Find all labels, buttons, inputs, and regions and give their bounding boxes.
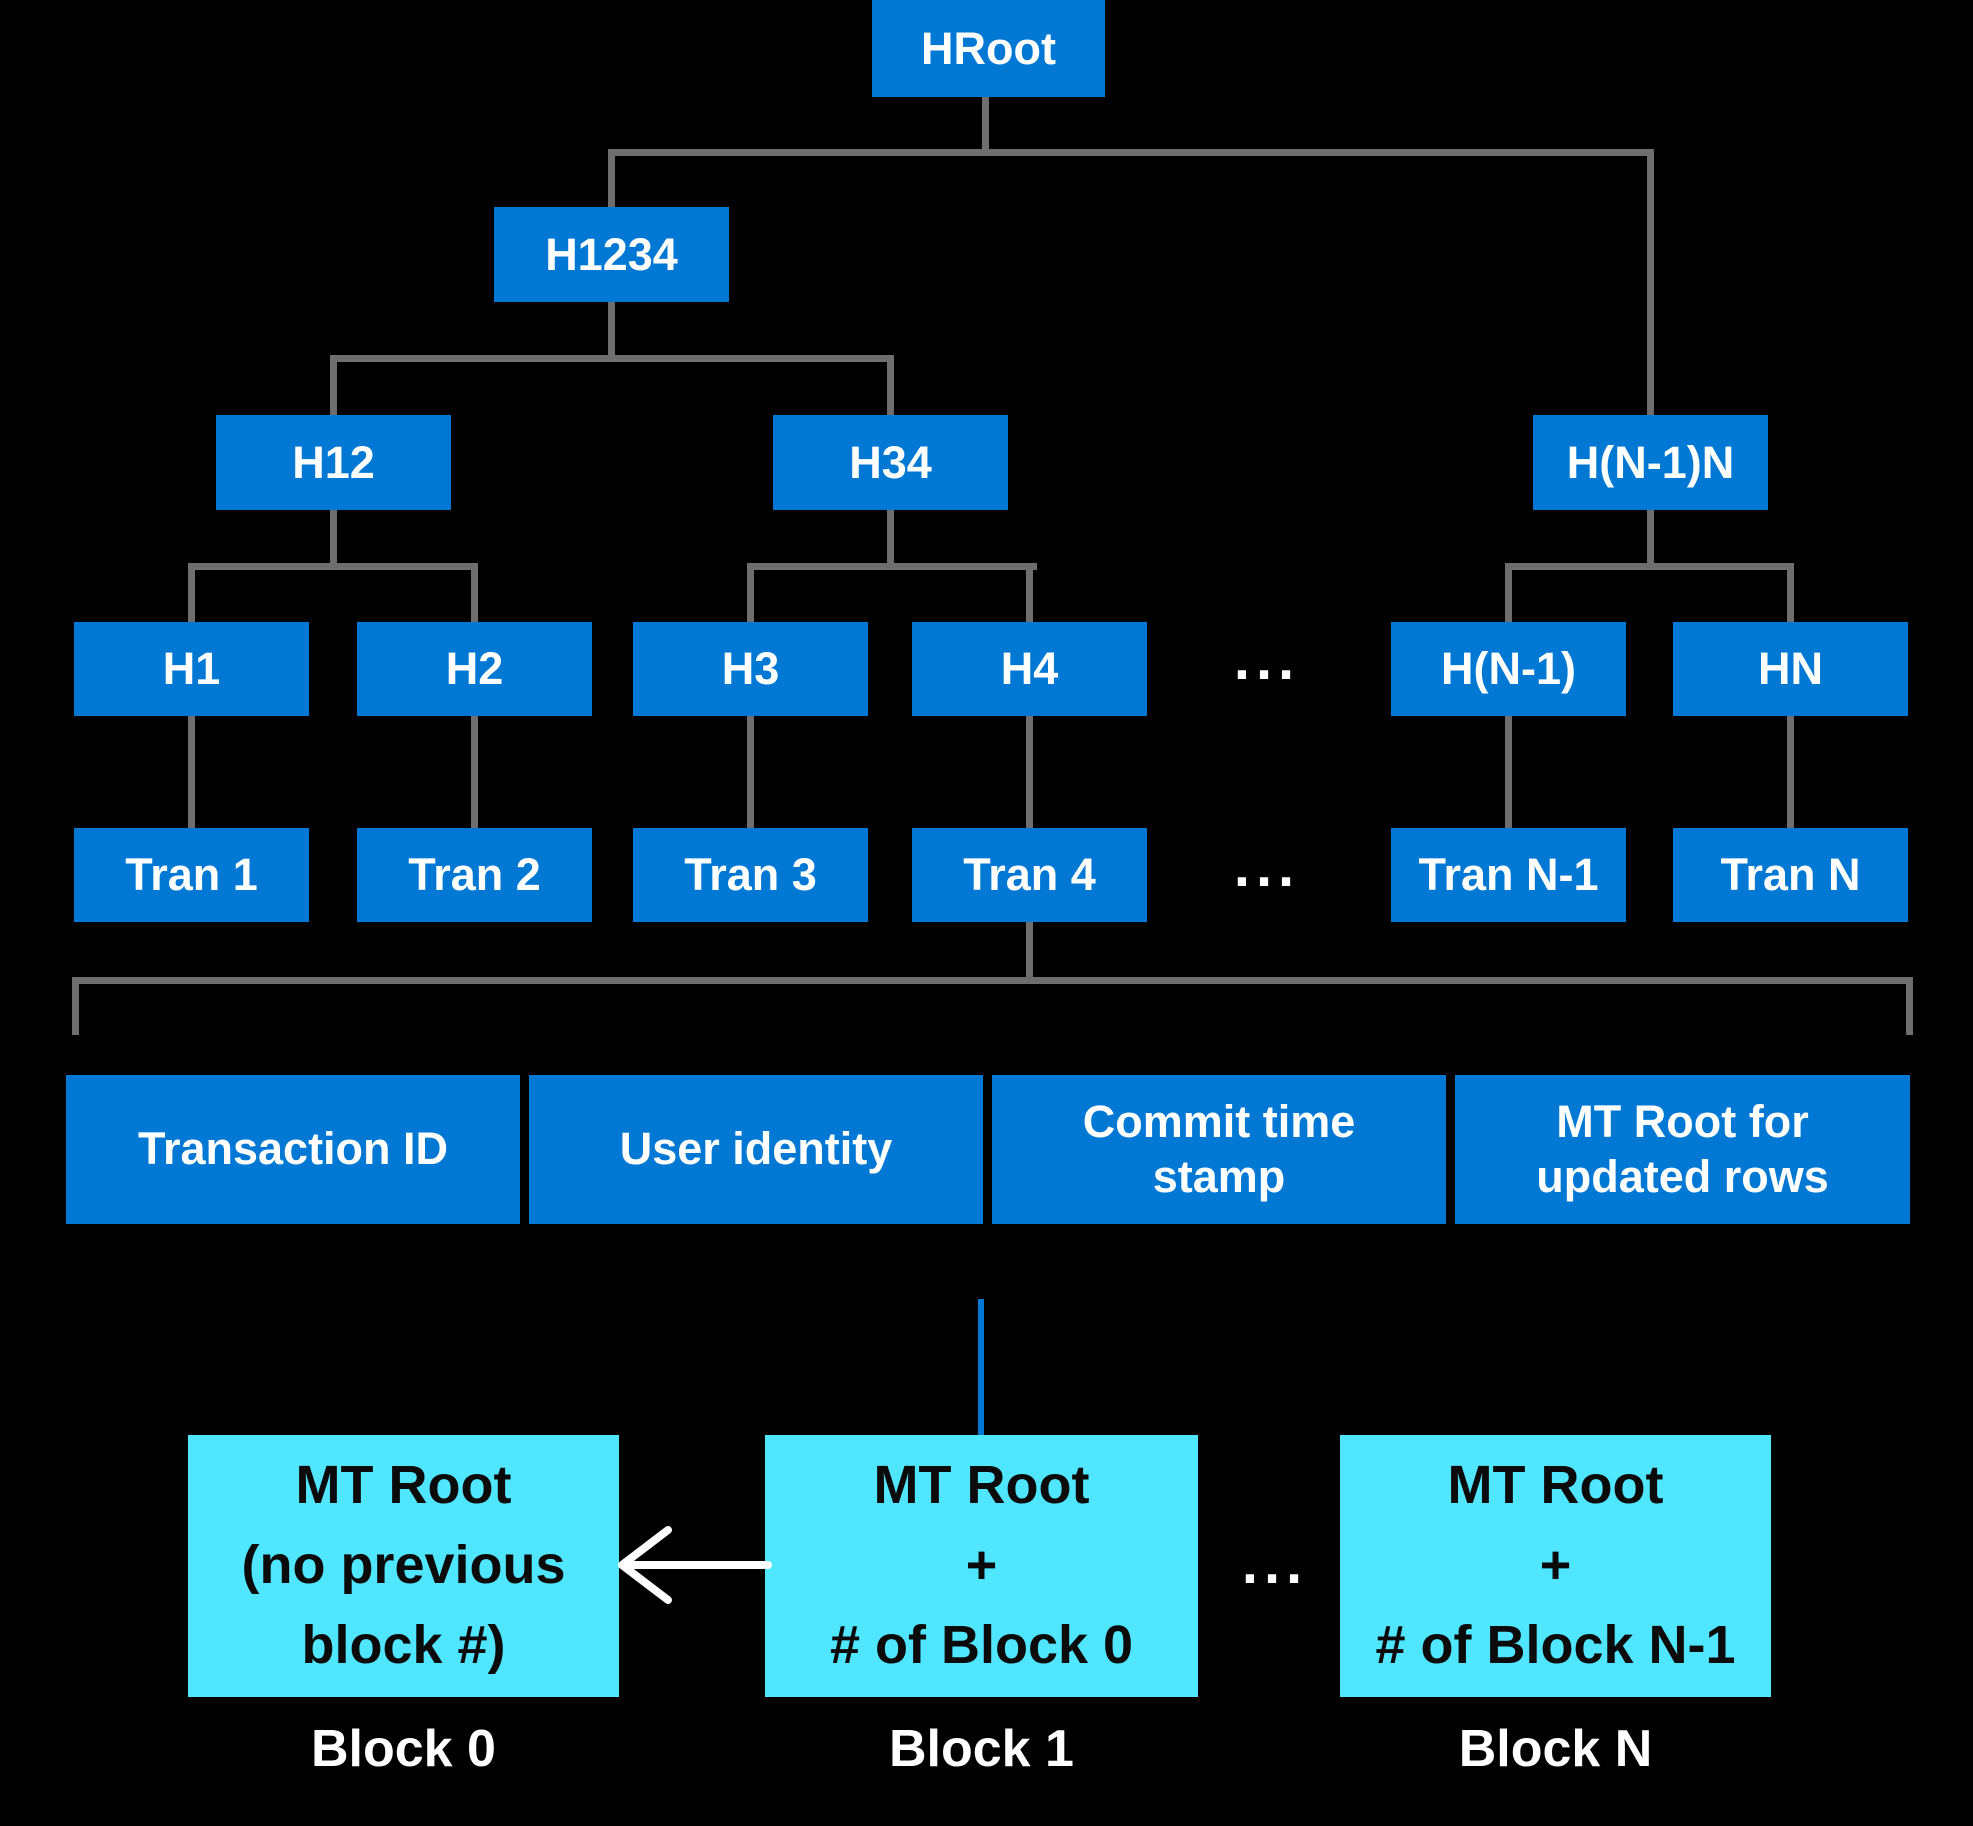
connector-h12-horizontal (188, 563, 478, 570)
node-label: H4 (1000, 643, 1059, 694)
connector-hn1-trann1 (1505, 716, 1512, 828)
connector-drop-hn1 (1505, 563, 1512, 622)
node-label: HN (1758, 643, 1823, 694)
node-label: H2 (445, 643, 504, 694)
field-label-line: stamp (1152, 1150, 1286, 1202)
block-text-line: + (965, 1535, 998, 1596)
block-box-n: MT Root + # of Block N-1 (1340, 1435, 1771, 1697)
field-mt-root-updated-rows: MT Root for updated rows (1455, 1075, 1910, 1224)
node-h12: H12 (216, 415, 451, 510)
node-tran-4: Tran 4 (912, 828, 1147, 922)
field-label-line: Commit time (1082, 1095, 1356, 1147)
connector-h34-horizontal (747, 563, 1037, 570)
connector-hn1n-horizontal (1505, 563, 1794, 570)
node-label: Tran 1 (125, 849, 258, 900)
connector-hroot-stub (982, 97, 989, 156)
ellipsis-tran-row: ... (1233, 834, 1301, 899)
node-tran-1: Tran 1 (74, 828, 309, 922)
node-tran-n: Tran N (1673, 828, 1908, 922)
node-hroot: HRoot (872, 0, 1105, 97)
block-text-line: MT Root (295, 1455, 512, 1516)
block-box-0: MT Root (no previous block #) (188, 1435, 619, 1697)
ellipsis-hash-row: ... (1233, 627, 1301, 692)
node-tran-n1: Tran N-1 (1391, 828, 1626, 922)
node-label: Tran N (1720, 849, 1861, 900)
connector-top-horizontal (608, 149, 1654, 156)
block-box-1: MT Root + # of Block 0 (765, 1435, 1198, 1697)
node-label: H12 (292, 436, 375, 488)
connector-drop-h3 (747, 563, 754, 622)
connector-h12-stub (330, 510, 337, 570)
node-label: HRoot (921, 22, 1056, 74)
node-label: H(N-1)N (1566, 436, 1735, 488)
connector-tran4-bracket (1026, 922, 1033, 984)
block-text-line: block #) (301, 1614, 506, 1675)
ellipsis-block-row: ... (1241, 1531, 1309, 1596)
connector-h2-tran2 (471, 716, 478, 828)
connector-hn-trann (1787, 716, 1794, 828)
previous-block-arrow-icon (618, 1526, 772, 1604)
block-label-1: Block 1 (889, 1720, 1074, 1778)
node-hn1n: H(N-1)N (1533, 415, 1768, 510)
block-label-0: Block 0 (311, 1720, 496, 1778)
connector-drop-h1 (188, 563, 195, 622)
block-text-line: # of Block 0 (829, 1614, 1134, 1675)
node-label: Tran 3 (684, 849, 817, 900)
node-label: H1234 (545, 228, 678, 280)
connector-drop-h12 (330, 355, 337, 415)
block-text-line: MT Root (1447, 1455, 1664, 1516)
node-tran-2: Tran 2 (357, 828, 592, 922)
field-label-line: Transaction ID (137, 1123, 449, 1175)
connector-drop-h2 (471, 563, 478, 622)
connector-h3-tran3 (747, 716, 754, 828)
connector-drop-h34 (887, 355, 894, 415)
node-label: Tran 4 (963, 849, 1096, 900)
block-text-line: (no previous (241, 1535, 566, 1596)
field-user-identity: User identity (529, 1075, 983, 1224)
node-h34: H34 (773, 415, 1008, 510)
connector-h1234-stub (608, 302, 615, 362)
node-label: H3 (721, 643, 780, 694)
field-transaction-id: Transaction ID (66, 1075, 520, 1224)
connector-level2-horizontal (330, 355, 894, 362)
node-h1234: H1234 (494, 207, 729, 302)
connector-h34-stub (887, 510, 894, 570)
node-hn1: H(N-1) (1391, 622, 1626, 716)
block-text-line: MT Root (873, 1455, 1090, 1516)
node-label: H1 (162, 643, 221, 694)
node-h4: H4 (912, 622, 1147, 716)
connector-mtroot-to-block (978, 1299, 984, 1435)
node-h2: H2 (357, 622, 592, 716)
block-text-line: + (1539, 1535, 1572, 1596)
field-label-line: MT Root for (1556, 1095, 1809, 1147)
connector-drop-h1234 (608, 149, 615, 207)
node-h3: H3 (633, 622, 868, 716)
node-label: Tran 2 (408, 849, 541, 900)
bracket-right-drop (1906, 977, 1913, 1035)
field-label-line: updated rows (1536, 1150, 1829, 1202)
block-label-n: Block N (1458, 1720, 1653, 1778)
node-h1: H1 (74, 622, 309, 716)
connector-h1-tran1 (188, 716, 195, 828)
field-label-line: User identity (619, 1123, 893, 1175)
connector-hn1n-stub (1647, 510, 1654, 570)
block-text-line: # of Block N-1 (1375, 1614, 1736, 1675)
node-label: H(N-1) (1441, 643, 1576, 694)
bracket-left-drop (72, 977, 79, 1035)
connector-drop-h4 (1026, 563, 1033, 622)
connector-h4-tran4 (1026, 716, 1033, 828)
connector-drop-hn (1787, 563, 1794, 622)
field-commit-time-stamp: Commit time stamp (992, 1075, 1446, 1224)
node-label: H34 (849, 436, 932, 488)
node-label: Tran N-1 (1418, 849, 1599, 900)
bracket-horizontal (72, 977, 1913, 984)
node-hn: HN (1673, 622, 1908, 716)
connector-drop-hn1n (1647, 149, 1654, 415)
node-tran-3: Tran 3 (633, 828, 868, 922)
